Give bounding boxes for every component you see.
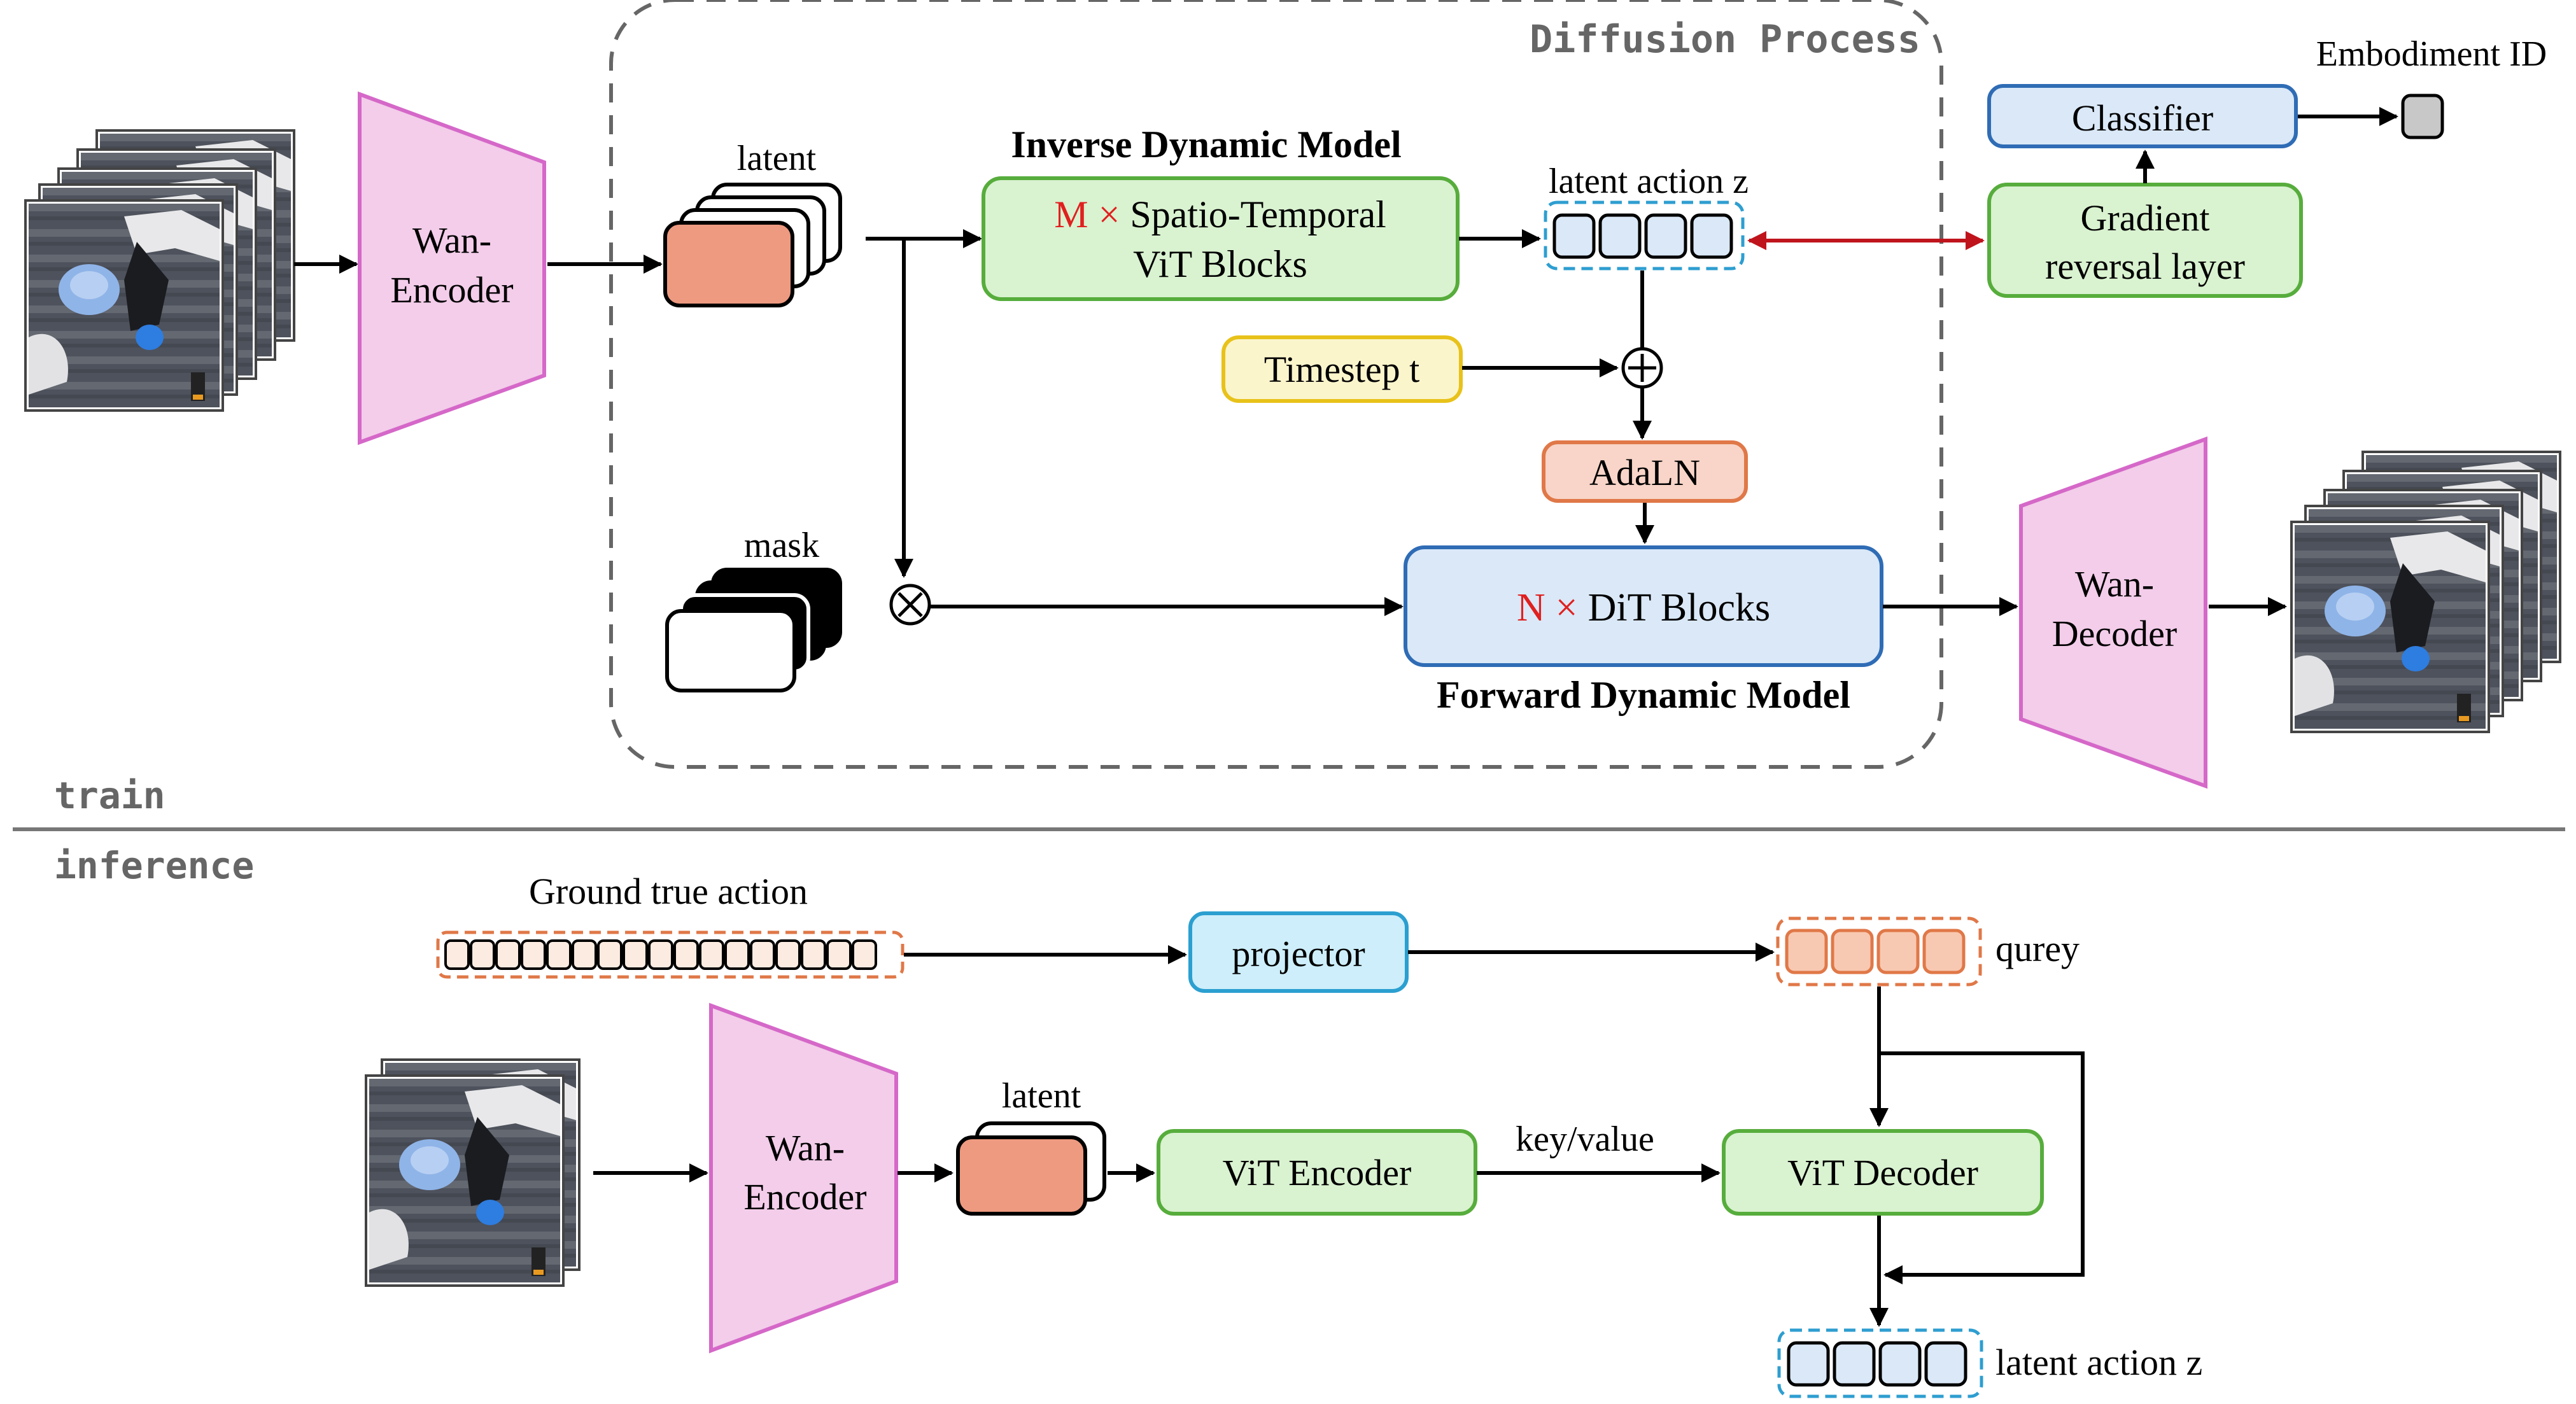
projector-box — [1188, 911, 1409, 993]
ground-truth-action-token-group — [436, 930, 904, 979]
idm-title: Inverse Dynamic Model — [1011, 123, 1401, 165]
vit-encoder-box — [1157, 1129, 1477, 1216]
dit-blocks — [1404, 545, 1883, 667]
arrow-decoder-feedback-loop — [1879, 1051, 2085, 1284]
inference-input-frames — [365, 1058, 581, 1287]
mask-label: mask — [744, 526, 819, 565]
idm-line1-text: Spatio-Temporal — [1130, 193, 1386, 235]
mask-stack — [665, 568, 842, 692]
gt-action-token — [699, 939, 724, 970]
latent-label-train: latent — [737, 139, 817, 178]
wan-encoder-label-2: Encoder — [390, 269, 513, 311]
input-frames-stack — [24, 129, 295, 412]
projector-label: projector — [1232, 933, 1365, 974]
gt-action-token — [852, 939, 877, 970]
dit-multiplier: N — [1517, 586, 1545, 629]
query-label: qurey — [1995, 928, 2080, 969]
gradient-reversal-layer — [1987, 183, 2303, 298]
dit-box-text: N ×DiT Blocks — [1517, 586, 1770, 629]
ground-truth-action-tokens — [444, 939, 877, 970]
vit-decoder-label: ViT Decoder — [1787, 1152, 1978, 1193]
wan-decoder — [2019, 436, 2207, 789]
latent-action-token-group-inference — [1777, 1328, 1983, 1398]
embodiment-id-token — [2401, 94, 2444, 139]
output-frames-stack — [2290, 451, 2561, 733]
diffusion-process-title: Diffusion Process — [1530, 17, 1920, 62]
latent-action-tokens-inference — [1787, 1341, 1967, 1387]
gt-action-token — [724, 939, 750, 970]
train-section-label: train — [54, 774, 165, 817]
wan-encoder-inference — [709, 1002, 898, 1354]
gt-action-token — [521, 939, 546, 970]
embodiment-label: Embodiment ID — [2316, 34, 2547, 74]
latent-action-label-inference: latent action z — [1995, 1342, 2202, 1383]
latent-stack-inference — [956, 1121, 1106, 1216]
query-tokens — [1785, 929, 1966, 974]
wan-encoder-label-1: Wan- — [412, 220, 491, 261]
latent-action-label-train: latent action z — [1549, 162, 1749, 201]
gt-action-token — [775, 939, 801, 970]
gt-action-token — [495, 939, 521, 970]
gt-action-token — [444, 939, 470, 970]
multiply-operator-icon — [889, 584, 931, 626]
latent-stack-train — [663, 183, 842, 307]
idm-multiplier: M — [1054, 193, 1088, 235]
latent-action-tokens-train — [1552, 213, 1733, 259]
idm-times: × — [1099, 193, 1120, 235]
classifier-label: Classifier — [2072, 97, 2213, 139]
dit-text: DiT Blocks — [1588, 586, 1770, 629]
idm-vit-blocks — [982, 176, 1460, 301]
gt-action-token — [470, 939, 495, 970]
idm-line2-text: ViT Blocks — [1133, 243, 1307, 285]
classifier-box — [1987, 84, 2298, 148]
diffusion-process-container — [609, 0, 1943, 769]
ground-truth-action-label: Ground true action — [529, 871, 808, 912]
timestep-label: Timestep t — [1264, 349, 1419, 390]
key-value-label: key/value — [1516, 1120, 1654, 1159]
latent-action-token-group-train — [1544, 200, 1745, 270]
gt-action-token — [648, 939, 673, 970]
grl-label-2: reversal layer — [2045, 246, 2245, 287]
inference-section-label: inference — [54, 844, 254, 887]
gt-action-token — [750, 939, 775, 970]
vit-decoder-box — [1722, 1129, 2044, 1216]
vit-encoder-label: ViT Encoder — [1223, 1152, 1412, 1193]
timestep-box — [1221, 335, 1463, 403]
query-token-group — [1776, 916, 1982, 986]
idm-box-line1: M ×Spatio-Temporal — [1054, 193, 1386, 235]
gt-action-token — [572, 939, 597, 970]
adaln-box — [1542, 440, 1748, 503]
fdm-title: Forward Dynamic Model — [1437, 674, 1850, 716]
gt-action-token — [826, 939, 852, 970]
adaln-label: AdaLN — [1589, 452, 1700, 493]
gt-action-token — [801, 939, 826, 970]
gt-action-token — [623, 939, 648, 970]
gt-action-token — [673, 939, 699, 970]
gt-action-token — [546, 939, 572, 970]
wan-decoder-label-1: Wan- — [2075, 563, 2154, 605]
wan-encoder-inf-label-1: Wan- — [766, 1127, 845, 1169]
wan-encoder-train — [358, 91, 546, 446]
dit-times: × — [1556, 586, 1578, 629]
wan-decoder-label-2: Decoder — [2052, 613, 2177, 654]
grl-label-1: Gradient — [2081, 197, 2210, 239]
wan-encoder-inf-label-2: Encoder — [743, 1176, 866, 1218]
latent-label-inference: latent — [1002, 1076, 1081, 1116]
gt-action-token — [597, 939, 623, 970]
add-operator-icon — [1621, 347, 1663, 389]
